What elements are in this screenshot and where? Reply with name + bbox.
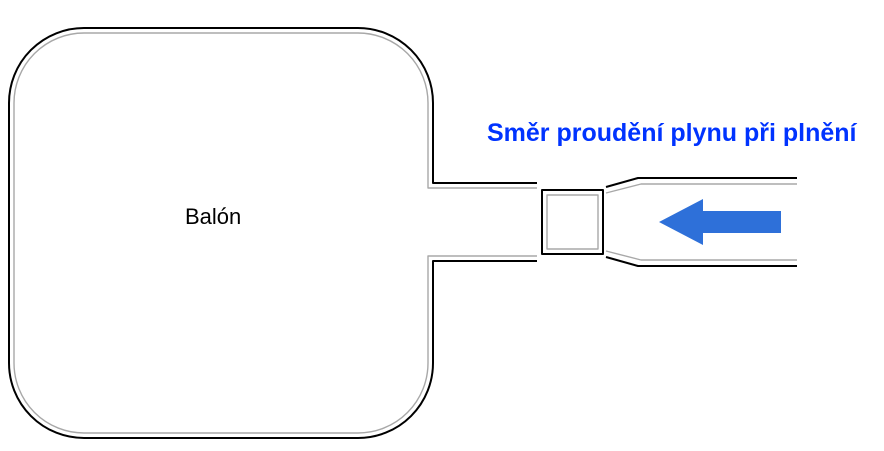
flow-direction-label: Směr proudění plynu při plnění (487, 119, 858, 147)
inlet-tube-bottom-inner (605, 250, 797, 261)
inlet-tube-top-inner (605, 183, 797, 194)
valve-outline-inner (546, 194, 599, 250)
inlet-tube-bottom-outer (605, 256, 797, 267)
valve-outline-outer (541, 189, 604, 255)
flow-direction-arrow-icon (659, 199, 781, 245)
inlet-tube-top-outer (605, 177, 797, 188)
balloon-outline-outer (8, 27, 537, 439)
balloon-label: Balón (185, 204, 241, 229)
balloon-outline-inner (13, 32, 537, 434)
